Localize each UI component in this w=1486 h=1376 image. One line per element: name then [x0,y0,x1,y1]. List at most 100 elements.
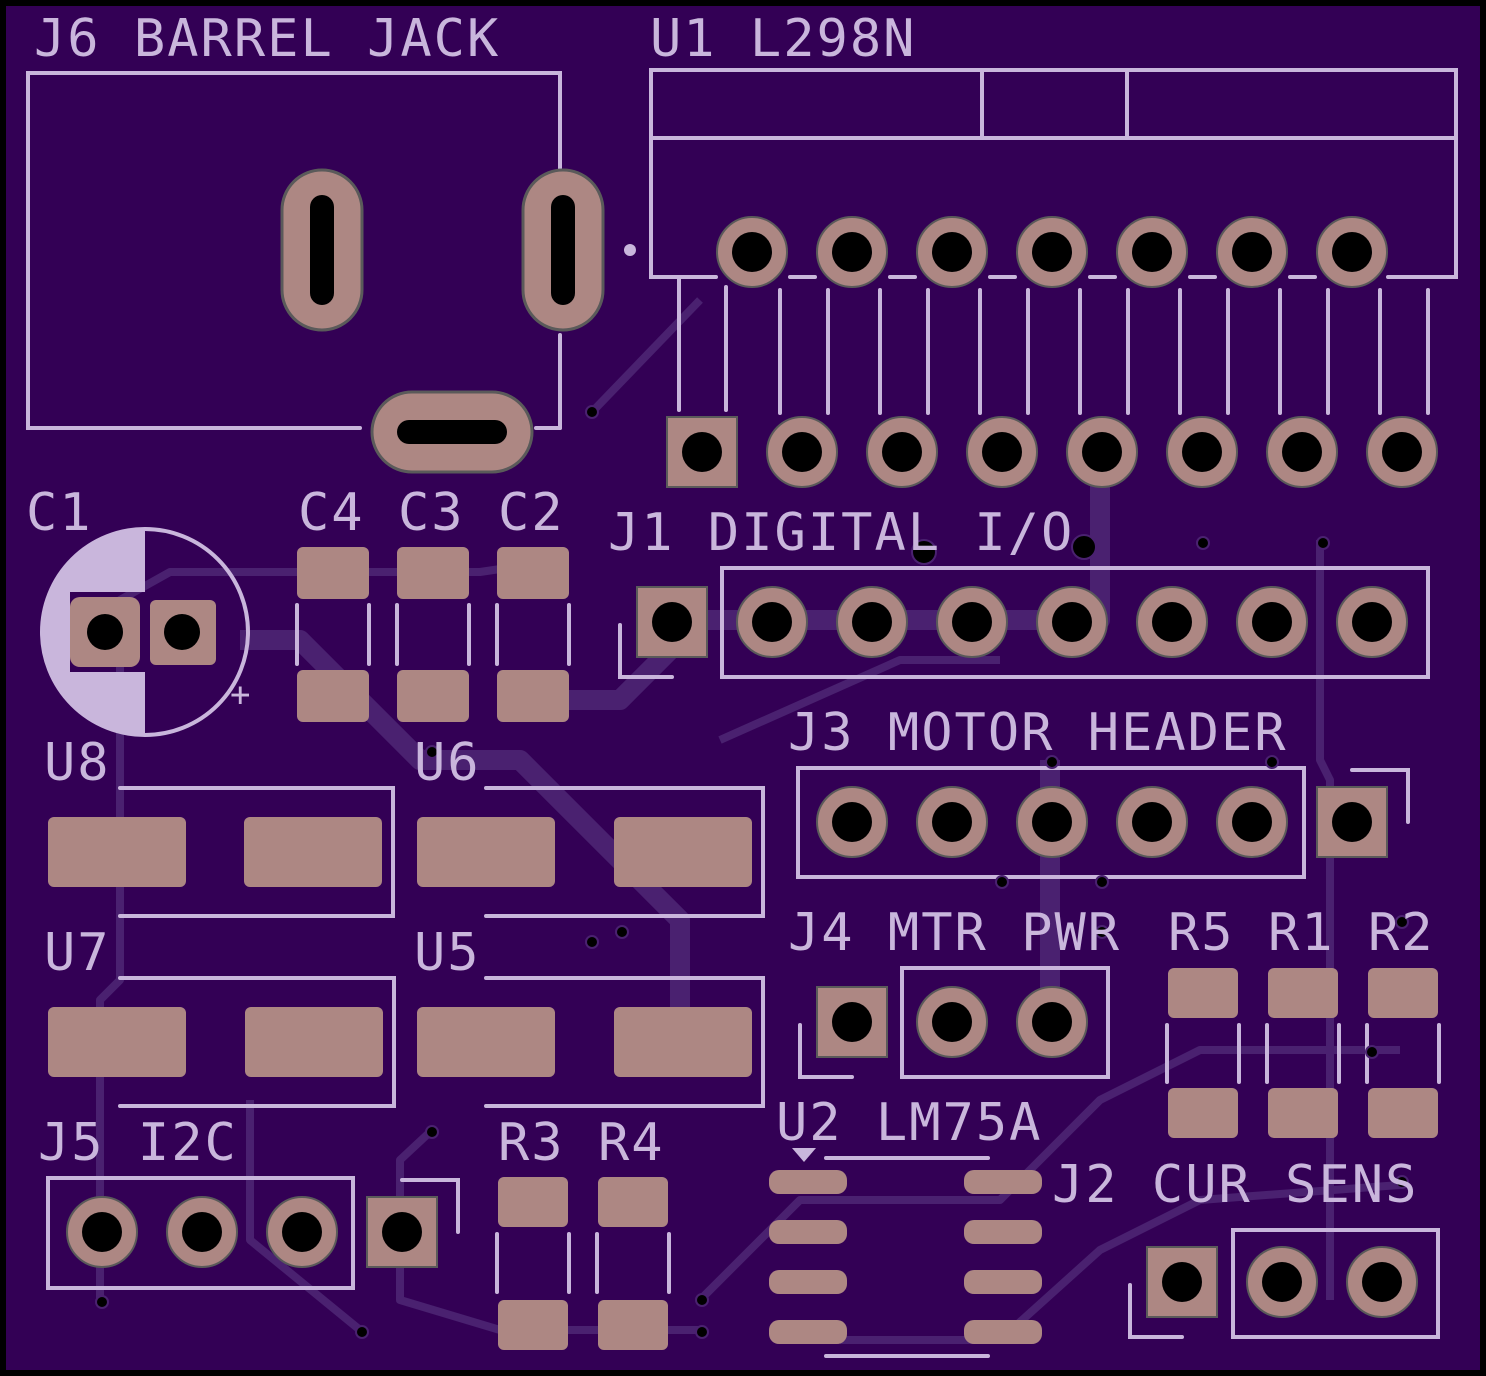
smd-pad [1368,1088,1438,1138]
smd-pad [769,1170,847,1194]
drill-hole [1232,802,1272,842]
j5-outline [46,1176,355,1290]
smd-pad [397,547,469,599]
label-c4: C4 [298,483,365,543]
via [355,1325,369,1339]
via [1095,925,1109,939]
label-j4: J4 MTR PWR [788,903,1121,963]
smd-pad [498,1300,568,1350]
trace [1316,540,1334,1300]
trace [240,630,690,1040]
smd-pad [245,1007,383,1077]
via [1095,875,1109,889]
slot-hole [551,195,575,305]
pin1-dot [624,244,636,256]
drill-hole [182,1212,222,1252]
j2-outline [1231,1228,1440,1339]
drill-hole [382,1212,422,1252]
silk-outline [26,71,562,430]
label-j2: J2 CUR SENS [1052,1155,1418,1215]
drill-hole [1032,802,1072,842]
smd-pad [769,1320,847,1344]
silk-outline [118,786,395,918]
label-r5: R5 [1168,903,1235,963]
label-u2: U2 LM75A [776,1093,1042,1153]
silkscreen [26,68,1458,1358]
slot-hole [397,420,507,444]
drill-hole [1132,802,1172,842]
drill-hole [1232,232,1272,272]
drill-hole [1182,432,1222,472]
drill-hole [1362,1262,1402,1302]
pads [48,168,1438,1350]
pin1-marker [792,1148,816,1162]
label-u1: U1 L298N [650,9,916,69]
smd-pad [244,817,382,887]
drill-hole [652,602,692,642]
drill-hole [1332,802,1372,842]
drill-hole [752,602,792,642]
label-c2: C2 [498,483,565,543]
drill-hole [932,1002,972,1042]
label-u5: U5 [414,923,481,983]
square-pad [636,586,708,658]
via [425,745,439,759]
square-pad [816,986,888,1058]
smd-pad [964,1270,1042,1294]
trace [697,1046,1400,1303]
label-c1-polarity: + [230,675,252,715]
drill-hole [1332,232,1372,272]
smd-pad [417,1007,555,1077]
via [695,1293,709,1307]
drill-hole [1082,432,1122,472]
drill-hole [1152,602,1192,642]
label-j1: J1 DIGITAL I/O [608,503,1074,563]
j4-outline [900,966,1110,1079]
drill-hole [732,232,772,272]
silk-outline [798,1023,854,1079]
slot-hole [310,195,334,305]
label-r1: R1 [1268,903,1335,963]
drill-hole [882,432,922,472]
drill-hole [1262,1262,1302,1302]
drill-hole [164,614,200,650]
labels: J6 BARREL JACK U1 L298N C1 C4 C3 C2 J1 D… [26,9,1433,1215]
silk-outline [484,976,765,1108]
smd-pad [497,547,569,599]
drill-hole [1032,232,1072,272]
smd-pad [598,1177,668,1227]
via [425,1125,439,1139]
via [911,539,937,565]
via [1395,915,1409,929]
label-u6: U6 [414,733,481,793]
drill-hole [832,232,872,272]
drill-hole [1282,432,1322,472]
label-r3: R3 [498,1113,565,1173]
smd-pad [1368,968,1438,1018]
smd-pad [417,817,555,887]
via [1265,755,1279,769]
smd-pad [297,547,369,599]
via [1071,534,1097,560]
square-pad [1146,1246,1218,1318]
silk-outline [118,976,396,1108]
via [95,1295,109,1309]
drill-hole [1032,1002,1072,1042]
smd-pad [1168,1088,1238,1138]
smd-pad [48,817,186,887]
trace [718,656,1000,744]
smd-pad [297,670,369,722]
smd-pad [598,1300,668,1350]
via [1395,1175,1409,1189]
via [1196,536,1210,550]
label-u7: U7 [44,923,111,983]
drill-hole [87,614,123,650]
silk-outline [400,1178,460,1234]
smd-pad [498,1177,568,1227]
smd-pad [964,1170,1042,1194]
drill-hole [1132,232,1172,272]
smd-pad [1268,968,1338,1018]
smd-pad [964,1320,1042,1344]
silk-outline [1128,1283,1184,1339]
